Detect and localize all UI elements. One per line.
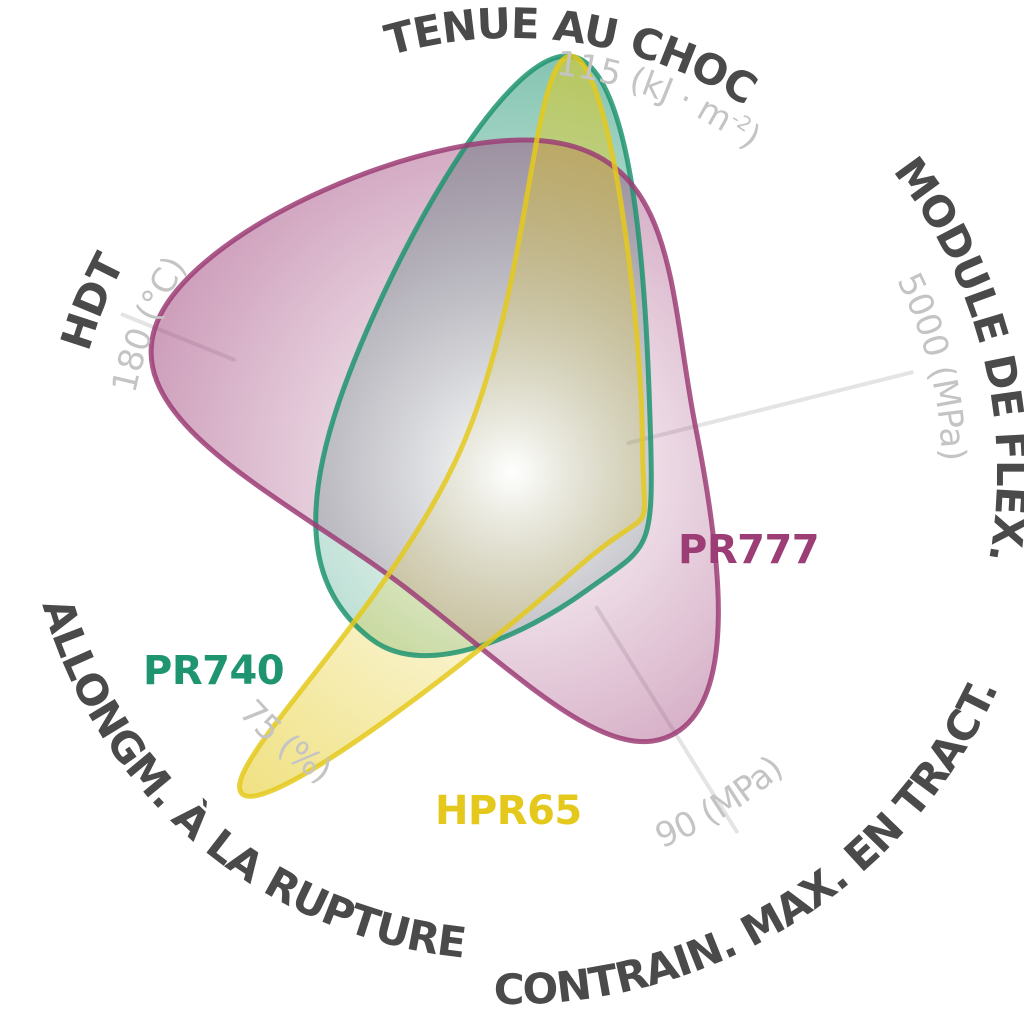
series-area <box>239 56 645 797</box>
series-strokes <box>148 53 721 799</box>
series-labels: PR777 PR740 HPR65 <box>143 527 820 834</box>
axis-max-label: 90 (MPa) <box>649 748 790 857</box>
series-label-hpr65: HPR65 <box>435 788 582 834</box>
axis-title-text: CONTRAIN. MAX. EN TRACT. <box>494 672 1009 1014</box>
axis-title: CONTRAIN. MAX. EN TRACT. <box>494 672 1008 1014</box>
series-label-pr777: PR777 <box>678 527 819 573</box>
series-outline <box>237 53 648 799</box>
series-label-pr740: PR740 <box>143 648 284 694</box>
series-outline <box>313 53 654 658</box>
series-fills <box>151 55 719 797</box>
axis-max-text: 90 (MPa) <box>649 748 790 857</box>
series-outline <box>148 137 721 745</box>
